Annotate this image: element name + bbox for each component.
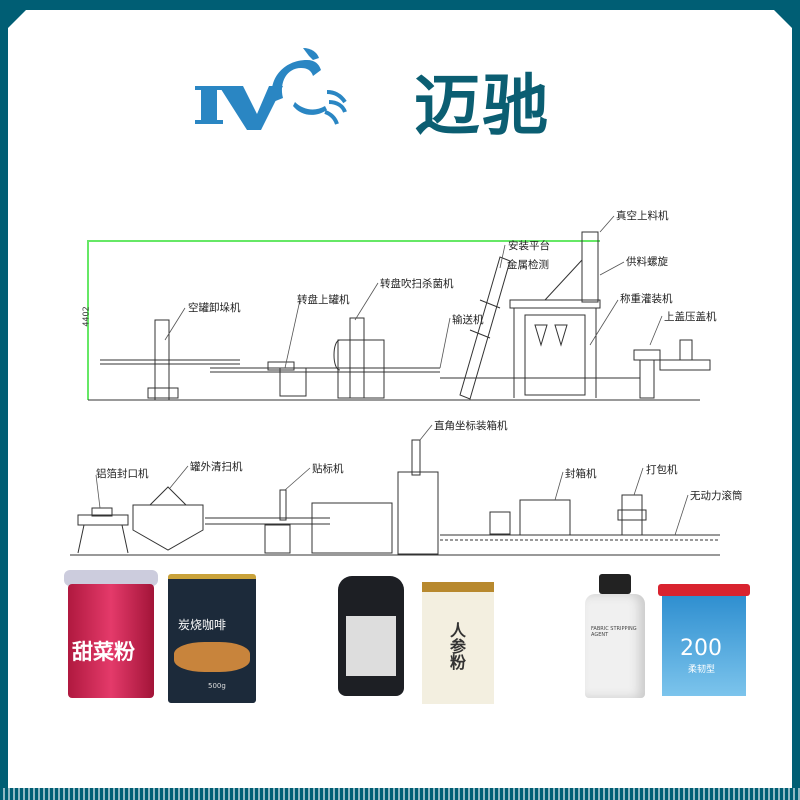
brand-name: 迈驰 bbox=[414, 67, 550, 144]
label-roller: 无动力滚筒 bbox=[690, 490, 743, 502]
product-white-bottle: FABRIC STRIPPING AGENT bbox=[585, 574, 645, 698]
labeler bbox=[264, 489, 291, 554]
product-beet-powder-can: 甜菜粉 bbox=[64, 570, 158, 698]
capper bbox=[633, 339, 711, 399]
label-case-packer: 直角坐标装箱机 bbox=[434, 420, 508, 432]
label-labeler: 贴标机 bbox=[312, 463, 344, 475]
height-dimension: 4402 bbox=[81, 306, 91, 327]
incline-conveyor bbox=[459, 256, 511, 400]
dimension-frame bbox=[87, 240, 600, 400]
brand-logo-icon bbox=[195, 48, 347, 130]
can-cleaner bbox=[132, 486, 204, 551]
sterilizer bbox=[333, 317, 385, 399]
product-black-bottle bbox=[338, 576, 404, 696]
depalletizer bbox=[100, 319, 240, 401]
can-loader bbox=[267, 361, 307, 397]
label-sterilizer: 转盘吹扫杀菌机 bbox=[380, 278, 454, 290]
foil-sealer bbox=[77, 507, 129, 554]
product-ginseng-jar: 人参粉 bbox=[422, 582, 494, 704]
label-metal-detector: 金属检测 bbox=[507, 259, 549, 271]
label-vacuum-loader: 真空上料机 bbox=[616, 210, 669, 222]
label-capper: 上盖压盖机 bbox=[664, 311, 717, 323]
filling-platform bbox=[509, 231, 601, 398]
label-case-sealer: 封箱机 bbox=[565, 468, 597, 480]
label-can-loader: 转盘上罐机 bbox=[297, 294, 350, 306]
product-coffee-can: 炭烧咖啡 500g bbox=[168, 574, 256, 703]
label-strapper: 打包机 bbox=[646, 464, 678, 476]
label-foil-sealer: 铝箔封口机 bbox=[96, 468, 149, 480]
label-platform: 安装平台 bbox=[508, 240, 550, 252]
bottom-border bbox=[0, 788, 800, 800]
label-can-cleaner: 罐外清扫机 bbox=[190, 461, 243, 473]
case-packer bbox=[311, 439, 439, 555]
case-sealer bbox=[489, 499, 571, 536]
label-depalletizer: 空罐卸垛机 bbox=[188, 302, 241, 314]
label-conveyor: 输送机 bbox=[452, 314, 484, 326]
strapping-machine bbox=[617, 494, 647, 536]
product-paint-bucket: 200 柔韧型 bbox=[658, 584, 750, 696]
label-filler: 称重灌装机 bbox=[620, 293, 673, 305]
label-feed-screw: 供料螺旋 bbox=[626, 256, 668, 268]
